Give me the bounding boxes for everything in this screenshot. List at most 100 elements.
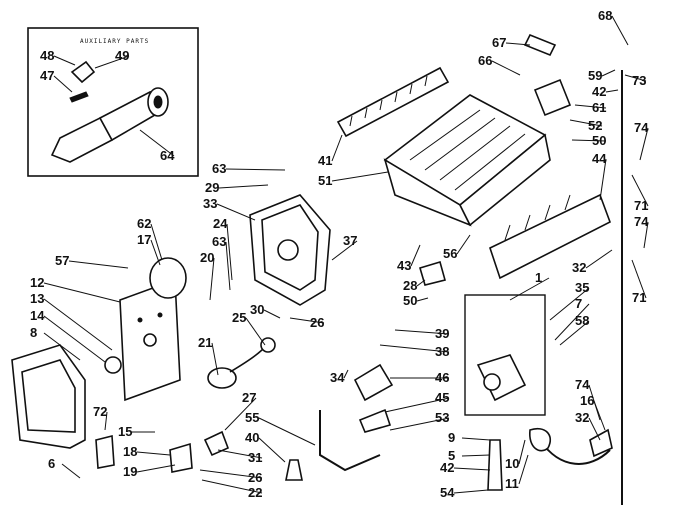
callout-68: 68 bbox=[598, 8, 612, 23]
leader-line bbox=[569, 119, 603, 127]
leader-line bbox=[218, 184, 269, 189]
leader-line bbox=[410, 244, 421, 267]
leader-line bbox=[226, 223, 233, 281]
leader-line bbox=[554, 303, 590, 341]
callout-48: 48 bbox=[40, 48, 54, 63]
callout-39: 39 bbox=[435, 326, 449, 341]
callout-31: 31 bbox=[248, 450, 262, 465]
callout-63: 63 bbox=[212, 161, 226, 176]
callout-62: 62 bbox=[137, 216, 151, 231]
leader-line bbox=[225, 241, 231, 291]
callout-28: 28 bbox=[403, 278, 417, 293]
callout-32: 32 bbox=[575, 410, 589, 425]
callout-38: 38 bbox=[435, 344, 449, 359]
callout-32: 32 bbox=[572, 260, 586, 275]
callout-22: 22 bbox=[248, 485, 262, 500]
callout-1: 1 bbox=[535, 270, 542, 285]
leader-line bbox=[216, 203, 256, 221]
callout-71: 71 bbox=[632, 290, 646, 305]
callout-44: 44 bbox=[592, 151, 607, 166]
leader-line bbox=[150, 239, 161, 266]
stripper-lower bbox=[489, 193, 611, 280]
leader-line bbox=[461, 454, 491, 457]
leader-line bbox=[639, 127, 649, 161]
callout-40: 40 bbox=[245, 430, 259, 445]
leader-line bbox=[491, 60, 521, 76]
callout-20: 20 bbox=[200, 250, 214, 265]
leader-line bbox=[199, 469, 263, 479]
callout-63: 63 bbox=[212, 234, 226, 249]
callout-37: 37 bbox=[343, 233, 357, 248]
leader-line bbox=[389, 417, 450, 431]
leader-line bbox=[453, 489, 489, 494]
leader-line bbox=[211, 342, 219, 376]
callout-19: 19 bbox=[123, 464, 137, 479]
callout-47: 47 bbox=[40, 68, 54, 83]
callout-35: 35 bbox=[575, 280, 589, 295]
callout-52: 52 bbox=[588, 118, 602, 133]
leader-line bbox=[150, 223, 163, 261]
leader-line bbox=[258, 437, 286, 463]
leader-line bbox=[136, 464, 176, 473]
callout-29: 29 bbox=[205, 180, 219, 195]
callout-46: 46 bbox=[435, 370, 449, 385]
callout-59: 59 bbox=[588, 68, 602, 83]
leader-line bbox=[43, 332, 81, 361]
callout-15: 15 bbox=[118, 424, 132, 439]
callout-72: 72 bbox=[93, 404, 107, 419]
callout-12: 12 bbox=[30, 275, 44, 290]
callout-26: 26 bbox=[248, 470, 262, 485]
leader-line bbox=[518, 439, 526, 465]
leader-line bbox=[201, 479, 263, 494]
leader-line bbox=[549, 287, 590, 321]
leader-line bbox=[53, 55, 76, 66]
leader-line bbox=[453, 467, 491, 471]
leader-line bbox=[509, 277, 550, 301]
front-cover bbox=[11, 344, 86, 449]
callout-6: 6 bbox=[48, 456, 55, 471]
leader-line bbox=[209, 257, 215, 301]
callout-27: 27 bbox=[242, 390, 256, 405]
leader-line bbox=[53, 75, 73, 93]
leader-line bbox=[394, 329, 450, 335]
leader-line bbox=[225, 168, 286, 171]
callout-7: 7 bbox=[575, 296, 582, 311]
leader-line bbox=[624, 74, 647, 82]
leader-line bbox=[68, 260, 129, 269]
leader-line bbox=[217, 449, 263, 459]
callout-30: 30 bbox=[250, 302, 264, 317]
stripper-upper bbox=[336, 66, 450, 138]
callout-71: 71 bbox=[634, 198, 648, 213]
callout-61: 61 bbox=[592, 100, 606, 115]
callout-13: 13 bbox=[30, 291, 44, 306]
callout-73: 73 bbox=[632, 73, 646, 88]
callout-49: 49 bbox=[115, 48, 129, 63]
auxiliary-parts-inset: AUXILIARY PARTS bbox=[27, 27, 199, 177]
leader-line bbox=[461, 437, 491, 441]
callout-51: 51 bbox=[318, 173, 332, 188]
callout-16: 16 bbox=[580, 393, 594, 408]
callout-21: 21 bbox=[198, 335, 212, 350]
callout-74: 74 bbox=[634, 120, 649, 135]
leader-line bbox=[574, 104, 607, 109]
ice-mold bbox=[383, 94, 551, 227]
callout-42: 42 bbox=[592, 84, 606, 99]
callout-43: 43 bbox=[397, 258, 411, 273]
callout-57: 57 bbox=[55, 253, 69, 268]
callout-74: 74 bbox=[575, 377, 590, 392]
leader-line bbox=[456, 234, 471, 255]
callout-64: 64 bbox=[160, 148, 175, 163]
callout-14: 14 bbox=[30, 308, 45, 323]
callout-50: 50 bbox=[403, 293, 417, 308]
callout-74: 74 bbox=[634, 214, 649, 229]
leader-line bbox=[224, 397, 257, 431]
leader-line bbox=[559, 320, 590, 346]
leader-line bbox=[416, 279, 426, 287]
leader-line bbox=[599, 158, 607, 201]
callout-56: 56 bbox=[443, 246, 457, 261]
callout-25: 25 bbox=[232, 310, 246, 325]
leader-line bbox=[601, 69, 616, 77]
